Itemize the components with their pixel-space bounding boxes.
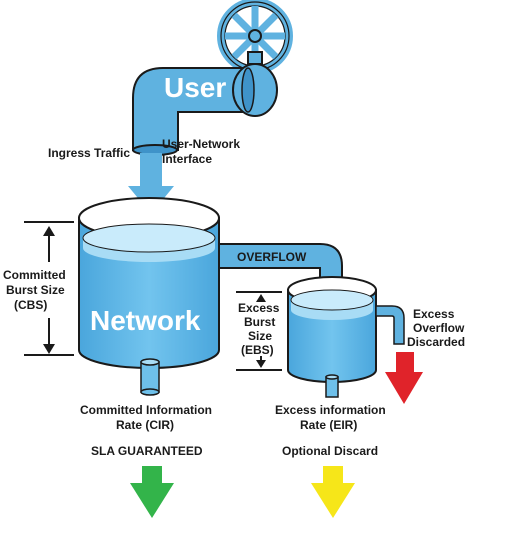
user-label: User (164, 72, 226, 103)
ebs-label-line4: (EBS) (241, 343, 274, 357)
ebs-label-line3: Size (248, 329, 272, 343)
sla-guaranteed-label: SLA GUARANTEED (91, 444, 203, 458)
discard-arrow-red (385, 352, 423, 404)
ebs-label-line1: Excess (238, 301, 280, 315)
eod-label-line3: Discarded (407, 335, 465, 349)
ebs-label-line2: Burst (244, 315, 275, 329)
eir-label-line1: Excess information (275, 403, 386, 417)
network-label: Network (90, 305, 201, 336)
uni-label-line2: Interface (162, 152, 212, 166)
excess-tank (287, 276, 405, 398)
eod-label-line2: Overflow (413, 321, 465, 335)
cir-label-line2: Rate (CIR) (116, 418, 174, 432)
sla-arrow-green (130, 466, 174, 518)
network-tank (78, 197, 220, 396)
cbs-dimension (24, 221, 74, 356)
cbs-label-line2: Burst Size (6, 283, 65, 297)
cir-label-line1: Committed Information (80, 403, 212, 417)
cbs-label-line1: Committed (3, 268, 66, 282)
ebs-dimension (236, 291, 282, 371)
ingress-traffic-label: Ingress Traffic (48, 146, 130, 160)
optional-discard-label: Optional Discard (282, 444, 378, 458)
optional-arrow-yellow (311, 466, 355, 518)
valve-wheel-icon (217, 0, 293, 74)
cbs-label-line3: (CBS) (14, 298, 47, 312)
faucet-pipe-icon (132, 63, 278, 156)
eir-label-line2: Rate (EIR) (300, 418, 357, 432)
uni-label-line1: User-Network (162, 137, 240, 151)
overflow-label: OVERFLOW (237, 250, 307, 264)
eod-label-line1: Excess (413, 307, 455, 321)
